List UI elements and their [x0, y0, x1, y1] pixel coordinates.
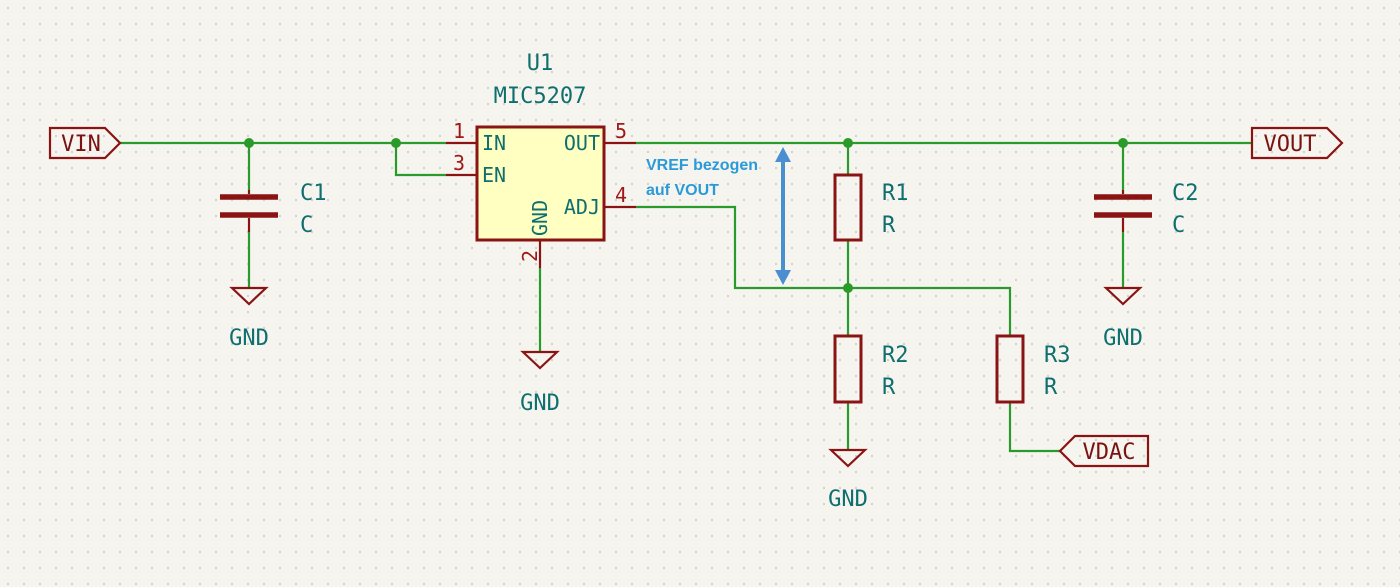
junctions	[244, 138, 1128, 293]
ground-label: GND	[520, 391, 560, 416]
vout-label-text: VOUT	[1264, 132, 1317, 157]
junction-dot	[244, 138, 254, 148]
u1-ref: U1	[527, 51, 554, 76]
u1-value: MIC5207	[494, 84, 587, 109]
capacitor-c1[interactable]: C1 C	[220, 181, 327, 238]
ground-label: GND	[1103, 326, 1143, 351]
vout-label-outline	[1250, 126, 1344, 160]
u1-pin-name: OUT	[564, 131, 600, 155]
vin-label-outline	[48, 126, 122, 160]
u1-pin-number: 2	[518, 250, 542, 262]
u1-pin-name: EN	[482, 163, 506, 187]
r2-value: R	[882, 375, 896, 400]
vref-annotation: VREF bezogen auf VOUT	[646, 147, 791, 285]
r1-body	[833, 173, 863, 242]
vdac-label-outline	[1058, 434, 1150, 468]
u1-pin-number: 1	[453, 119, 465, 143]
junction-dot	[843, 138, 853, 148]
capacitor-c2[interactable]: C2 C	[1094, 181, 1199, 238]
r3-ref: R3	[1044, 343, 1071, 368]
net-label-vout[interactable]: VOUT	[1250, 126, 1344, 160]
annotation-line-1: VREF bezogen	[646, 157, 758, 174]
ground-icon	[520, 350, 560, 370]
u1-pin-name: IN	[482, 131, 506, 155]
net-label-vdac[interactable]: VDAC	[1058, 434, 1150, 468]
u1-pin-name: ADJ	[564, 195, 600, 219]
c1-ref: C1	[300, 181, 327, 206]
junction-dot	[843, 283, 853, 293]
wire-r3-vdac[interactable]	[1008, 402, 1060, 453]
junction-dot	[391, 138, 401, 148]
resistor-r3[interactable]: R3 R	[995, 334, 1071, 404]
u1-pin-name: GND	[528, 200, 552, 236]
resistor-r2[interactable]: R2 R	[833, 334, 909, 404]
ground-symbol-u1[interactable]: GND	[520, 350, 560, 416]
ground-symbol-c2[interactable]: GND	[1103, 286, 1143, 351]
u1-pin-number: 4	[615, 183, 627, 207]
regulator-u1[interactable]: U1 MIC5207 1 3 5 4 2 IN EN OUT ADJ GND	[446, 51, 636, 268]
r1-ref: R1	[882, 181, 909, 206]
ground-icon	[828, 448, 868, 468]
net-label-vin[interactable]: VIN	[48, 126, 122, 160]
junction-dot	[1118, 138, 1128, 148]
wire-adj-node[interactable]	[636, 205, 1012, 336]
r3-body	[995, 334, 1025, 404]
wires	[120, 141, 1252, 453]
arrow-down-icon	[775, 270, 791, 285]
ground-icon	[1103, 286, 1143, 306]
u1-pin-number: 5	[615, 119, 627, 143]
r2-ref: R2	[882, 343, 909, 368]
ground-label: GND	[828, 487, 868, 512]
ground-symbol-r2[interactable]: GND	[828, 448, 868, 512]
resistor-r1[interactable]: R1 R	[833, 173, 909, 242]
wire-en-tie[interactable]	[394, 143, 446, 177]
vdac-label-text: VDAC	[1083, 440, 1136, 465]
ground-icon	[229, 286, 269, 306]
ground-symbol-c1[interactable]: GND	[229, 286, 269, 351]
c2-ref: C2	[1172, 181, 1199, 206]
u1-pin-number: 3	[453, 151, 465, 175]
ground-label: GND	[229, 326, 269, 351]
vin-label-text: VIN	[61, 132, 101, 157]
arrow-up-icon	[775, 147, 791, 162]
r2-body	[833, 334, 863, 404]
r3-value: R	[1044, 375, 1058, 400]
u1-body	[475, 125, 606, 242]
c1-value: C	[300, 213, 313, 238]
annotation-line-2: auf VOUT	[646, 182, 719, 199]
r1-value: R	[882, 213, 896, 238]
c2-value: C	[1172, 213, 1185, 238]
